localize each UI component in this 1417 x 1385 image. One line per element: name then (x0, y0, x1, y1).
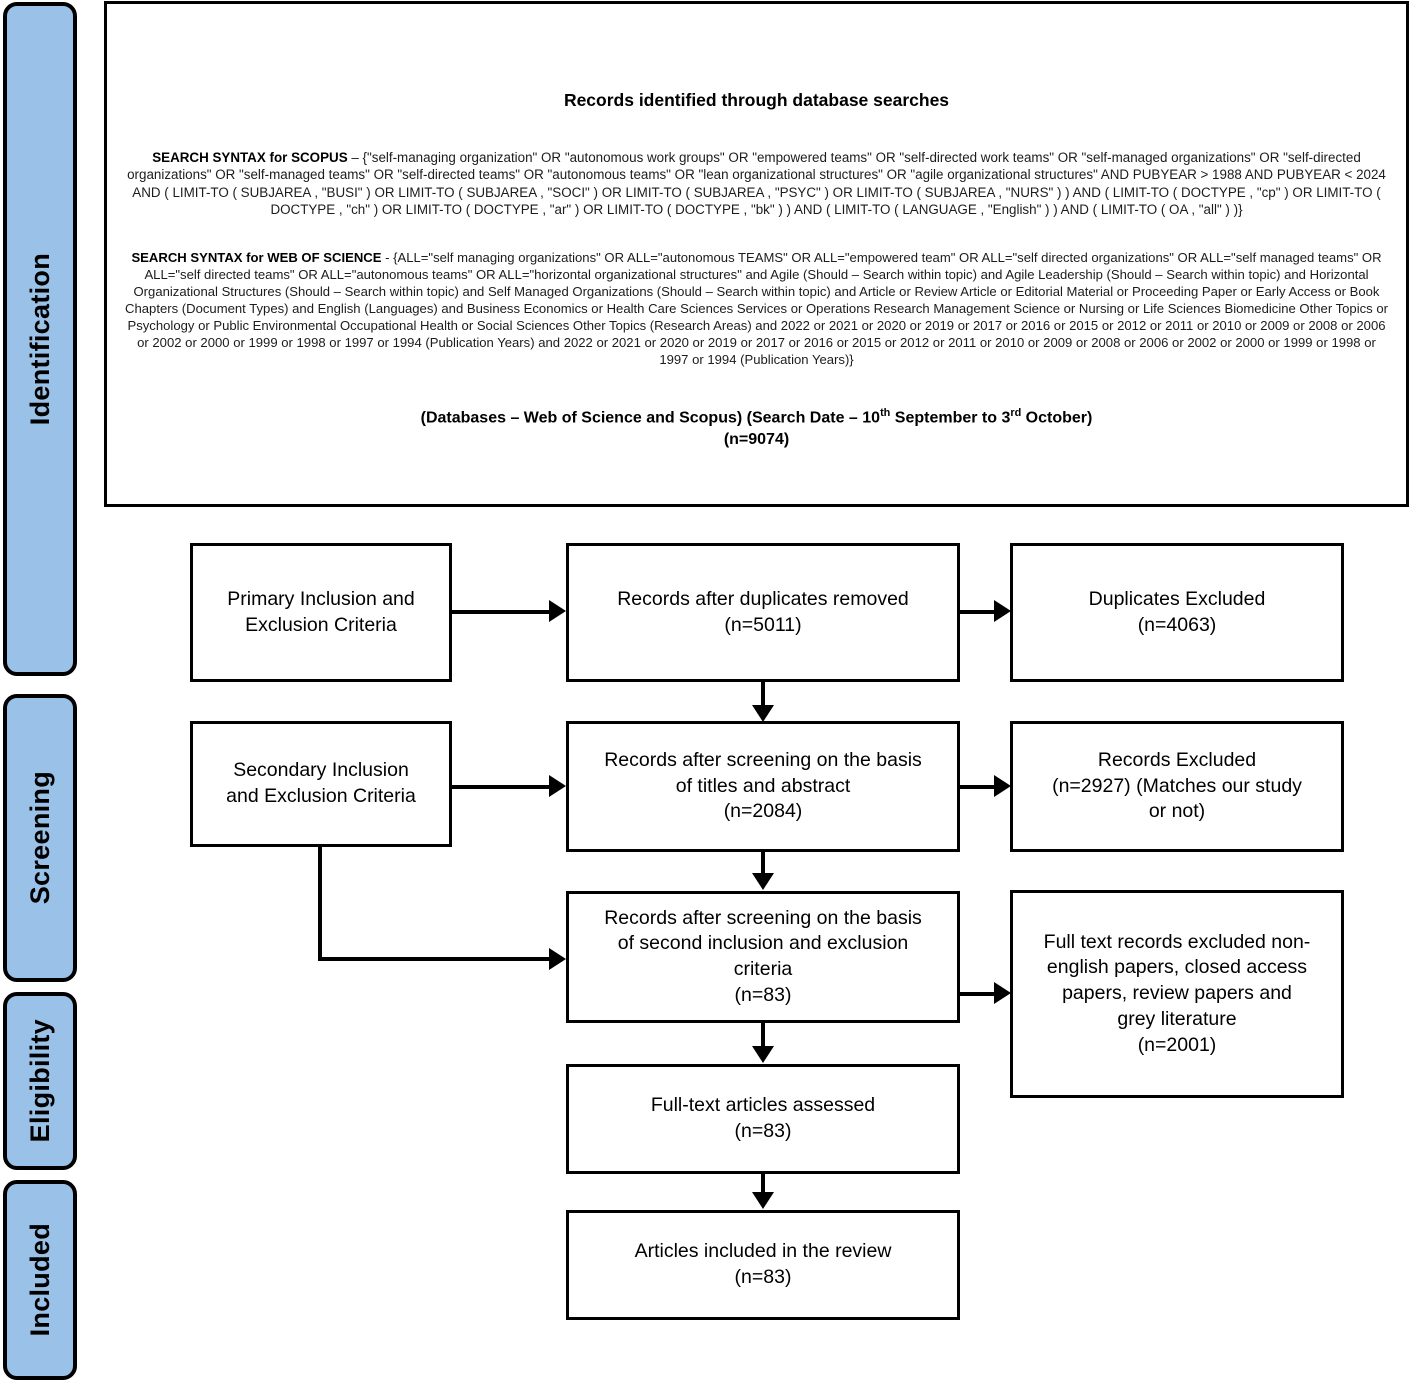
connector-secondary-elbow-vertical (318, 847, 322, 961)
stage-label-identification: Identification (24, 252, 55, 426)
arrowhead-second-criteria-to-assessed (752, 1046, 774, 1063)
scopus-search-syntax: SEARCH SYNTAX for SCOPUS – {"self-managi… (125, 149, 1388, 219)
box-records-excluded: Records Excluded(n=2927) (Matches our st… (1010, 721, 1344, 852)
stage-bar-screening: Screening (3, 694, 77, 982)
databases-text-part3: October) (1021, 409, 1093, 427)
box-full-text-articles-assessed: Full-text articles assessed(n=83) (566, 1064, 960, 1174)
stage-label-eligibility: Eligibility (24, 1019, 55, 1143)
wos-syntax-lead: SEARCH SYNTAX for WEB OF SCIENCE (131, 249, 382, 265)
scopus-syntax-body: – {"self-managing organization" OR "auto… (127, 150, 1386, 218)
connector-second-criteria-to-fulltext-excluded (960, 992, 997, 996)
arrowhead-primary-to-duplicates (549, 600, 566, 622)
stage-bar-identification: Identification (3, 2, 77, 676)
identification-total-count: (n=9074) (723, 430, 790, 448)
databases-ordinal-th: th (880, 406, 891, 419)
stage-bar-eligibility: Eligibility (3, 992, 77, 1170)
arrowhead-duplicates-to-excluded (994, 600, 1011, 622)
box-articles-included-in-review: Articles included in the review(n=83) (566, 1210, 960, 1320)
connector-assessed-to-included (761, 1174, 765, 1193)
connector-duplicates-to-titles (761, 682, 765, 708)
arrowhead-secondary-elbow (549, 948, 566, 970)
arrowhead-titles-to-second-criteria (752, 873, 774, 890)
connector-secondary-elbow-horizontal (318, 957, 552, 961)
arrowhead-titles-to-excluded (994, 775, 1011, 797)
databases-text-part2: September to 3 (890, 409, 1011, 427)
databases-text-part1: (Databases – Web of Science and Scopus) … (420, 409, 881, 427)
scopus-syntax-lead: SEARCH SYNTAX for SCOPUS (152, 150, 348, 165)
stage-bar-included: Included (3, 1180, 77, 1380)
databases-ordinal-rd: rd (1010, 406, 1022, 419)
stage-label-screening: Screening (24, 771, 55, 905)
box-full-text-records-excluded: Full text records excluded non-english p… (1010, 890, 1344, 1098)
box-duplicates-excluded: Duplicates Excluded(n=4063) (1010, 543, 1344, 682)
box-records-after-duplicates-removed: Records after duplicates removed(n=5011) (566, 543, 960, 682)
connector-primary-to-duplicates (452, 610, 552, 614)
connector-titles-to-excluded (960, 785, 997, 789)
wos-syntax-body: - {ALL="self managing organizations" OR … (125, 249, 1388, 367)
connector-second-criteria-to-assessed (761, 1023, 765, 1047)
arrowhead-second-criteria-to-fulltext-excluded (994, 982, 1011, 1004)
arrowhead-secondary-to-titles (549, 775, 566, 797)
connector-secondary-to-titles (452, 785, 552, 789)
arrowhead-duplicates-to-titles (752, 705, 774, 722)
identification-title: Records identified through database sear… (563, 90, 950, 110)
web-of-science-search-syntax: SEARCH SYNTAX for WEB OF SCIENCE - {ALL=… (125, 249, 1388, 368)
stage-label-included: Included (24, 1223, 55, 1337)
arrowhead-assessed-to-included (752, 1192, 774, 1209)
databases-and-search-date: (Databases – Web of Science and Scopus) … (125, 406, 1388, 451)
identification-panel: Records identified through database sear… (104, 1, 1409, 507)
connector-titles-to-second-criteria (761, 852, 765, 874)
connector-duplicates-to-excluded (960, 610, 997, 614)
